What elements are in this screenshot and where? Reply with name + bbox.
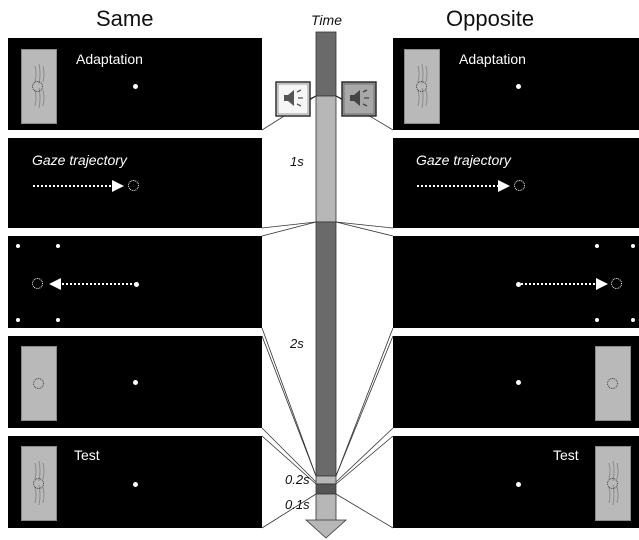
grating-pattern bbox=[34, 64, 45, 108]
grating-pattern bbox=[417, 64, 428, 108]
fixation-ring bbox=[416, 81, 427, 92]
timeline-segment-end bbox=[315, 493, 337, 525]
corner-dot bbox=[631, 244, 635, 248]
saccade-arrow bbox=[521, 278, 608, 290]
timeline-segment-delay bbox=[315, 221, 337, 477]
fixation-dot bbox=[516, 380, 521, 385]
adaptation-stimulus-patch bbox=[21, 49, 57, 124]
adaptation-label: Adaptation bbox=[76, 51, 143, 67]
corner-dot bbox=[16, 318, 20, 322]
timeline-segment-adaptation bbox=[315, 31, 337, 97]
gaze-arrow bbox=[33, 180, 124, 192]
duration-label-0-1s: 0.1s bbox=[285, 497, 310, 512]
duration-label-2s: 2s bbox=[290, 336, 304, 351]
fixation-dot bbox=[133, 84, 138, 89]
gaze-trajectory-label: Gaze trajectory bbox=[32, 152, 127, 168]
same-test-panel: Test bbox=[8, 436, 262, 528]
duration-label-1s: 1s bbox=[290, 154, 304, 169]
timeline-segment-test bbox=[315, 483, 337, 495]
same-saccade-panel bbox=[8, 236, 262, 328]
column-title-opposite: Opposite bbox=[446, 6, 535, 31]
timeline-segment-gaze bbox=[315, 95, 337, 223]
adaptation-label: Adaptation bbox=[459, 51, 526, 67]
grating-pattern bbox=[608, 461, 619, 505]
fixation-dot bbox=[134, 282, 139, 287]
timeline-arrowhead bbox=[304, 519, 348, 539]
timeline-segment-pretest bbox=[315, 475, 337, 485]
test-label: Test bbox=[74, 447, 100, 463]
fixation-dot bbox=[516, 482, 521, 487]
opposite-gaze-panel: Gaze trajectory bbox=[393, 138, 639, 228]
speaker-left-icon bbox=[275, 81, 311, 117]
corner-dot bbox=[595, 244, 599, 248]
fixation-dot bbox=[516, 282, 521, 287]
target-ring bbox=[128, 180, 139, 191]
test-stimulus-patch bbox=[595, 446, 631, 521]
corner-dot bbox=[595, 318, 599, 322]
test-label: Test bbox=[553, 447, 579, 463]
grating-pattern bbox=[34, 461, 45, 505]
target-ring bbox=[32, 278, 43, 289]
duration-label-0-2s: 0.2s bbox=[285, 472, 310, 487]
test-location-patch bbox=[595, 346, 631, 421]
test-stimulus-patch bbox=[21, 446, 57, 521]
opposite-saccade-panel bbox=[393, 236, 639, 328]
saccade-arrow bbox=[49, 278, 136, 290]
corner-dot bbox=[631, 318, 635, 322]
speaker-right-icon bbox=[341, 81, 377, 117]
gaze-trajectory-label: Gaze trajectory bbox=[416, 152, 511, 168]
test-location-patch bbox=[21, 346, 57, 421]
gaze-arrow bbox=[417, 180, 510, 192]
column-title-same: Same bbox=[96, 6, 154, 31]
same-gaze-panel: Gaze trajectory bbox=[8, 138, 262, 228]
time-axis-title: Time bbox=[311, 12, 342, 28]
same-adaptation-panel: Adaptation bbox=[8, 38, 262, 130]
target-ring bbox=[514, 180, 525, 191]
fixation-ring bbox=[32, 81, 43, 92]
fixation-ring bbox=[607, 478, 618, 489]
corner-dot bbox=[16, 244, 20, 248]
fixation-dot bbox=[133, 482, 138, 487]
fixation-dot bbox=[516, 84, 521, 89]
fixation-ring bbox=[607, 378, 618, 389]
corner-dot bbox=[56, 318, 60, 322]
fixation-ring bbox=[33, 378, 44, 389]
same-pretest-panel bbox=[8, 336, 262, 428]
opposite-adaptation-panel: Adaptation bbox=[393, 38, 639, 130]
opposite-pretest-panel bbox=[393, 336, 639, 428]
fixation-dot bbox=[133, 380, 138, 385]
target-ring bbox=[611, 278, 622, 289]
corner-dot bbox=[56, 244, 60, 248]
fixation-ring bbox=[33, 478, 44, 489]
opposite-test-panel: Test bbox=[393, 436, 639, 528]
adaptation-stimulus-patch bbox=[404, 49, 440, 124]
